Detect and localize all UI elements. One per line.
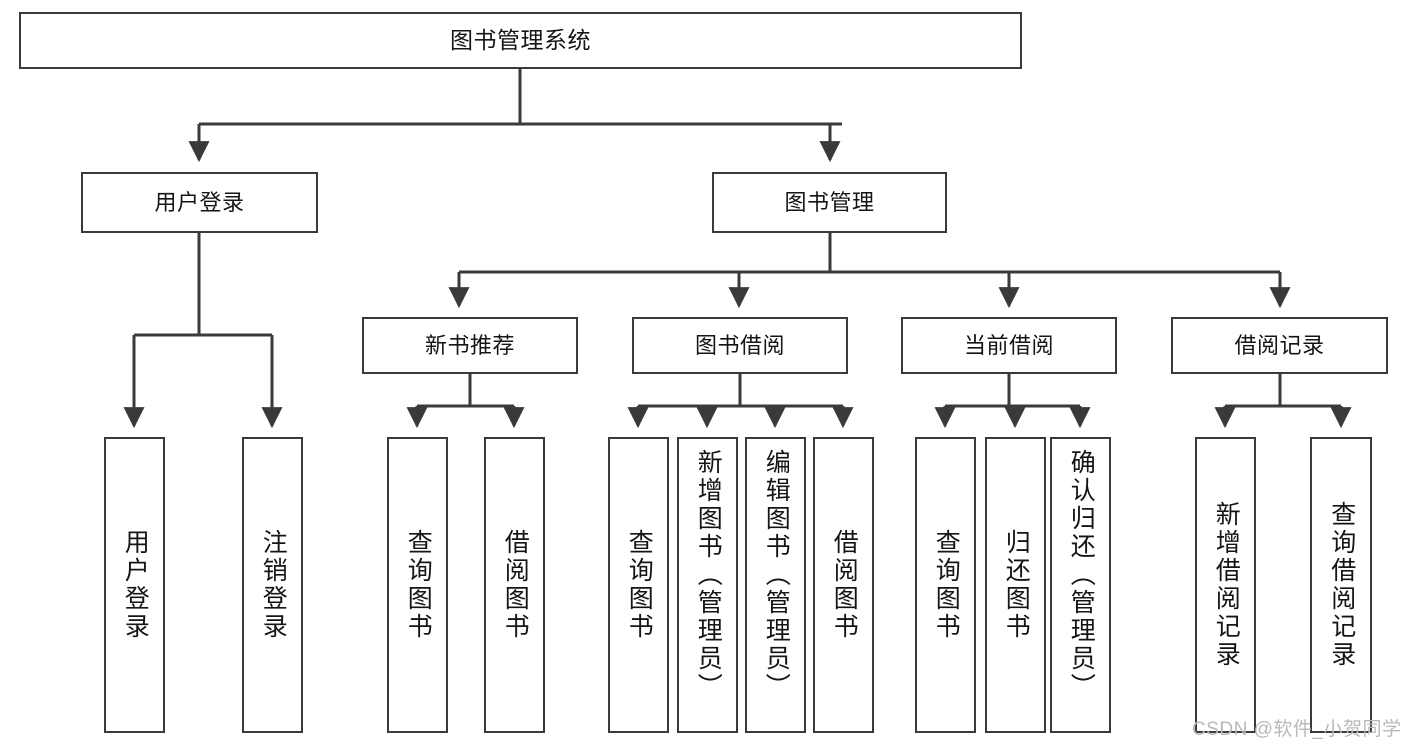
node-label: 图书管理 [784, 189, 875, 215]
node-current-borrow[interactable]: 当前借阅 [901, 317, 1117, 374]
node-label: 图书借阅 [694, 332, 785, 358]
node-label: 查询图书 [932, 529, 961, 641]
node-leaf-user-login[interactable]: 用户登录 [104, 437, 165, 733]
node-label: 确认归还（管理员） [1067, 449, 1096, 701]
node-label: 借阅图书 [501, 529, 530, 641]
node-label: 新书推荐 [424, 332, 515, 358]
node-leaf-query-books-recommend[interactable]: 查询图书 [387, 437, 448, 733]
node-label: 新增图书（管理员） [694, 449, 723, 701]
node-borrow-record[interactable]: 借阅记录 [1171, 317, 1388, 374]
node-label: 查询借阅记录 [1327, 501, 1356, 669]
node-leaf-borrow-books-recommend[interactable]: 借阅图书 [484, 437, 545, 733]
node-new-book-recommend[interactable]: 新书推荐 [362, 317, 578, 374]
node-label: 新增借阅记录 [1212, 501, 1241, 669]
csdn-watermark: CSDN @软件_小贺同学 [1192, 719, 1402, 740]
node-label: 图书管理系统 [450, 26, 591, 53]
node-label: 查询图书 [625, 529, 654, 641]
node-label: 用户登录 [121, 529, 150, 641]
node-label: 当前借阅 [963, 332, 1054, 358]
node-book-borrow[interactable]: 图书借阅 [632, 317, 848, 374]
node-leaf-logout[interactable]: 注销登录 [242, 437, 303, 733]
node-book-management[interactable]: 图书管理 [712, 172, 947, 233]
node-leaf-return-books[interactable]: 归还图书 [985, 437, 1046, 733]
node-leaf-add-borrow-record[interactable]: 新增借阅记录 [1195, 437, 1256, 733]
node-leaf-confirm-return-admin[interactable]: 确认归还（管理员） [1050, 437, 1111, 733]
node-user-login[interactable]: 用户登录 [81, 172, 318, 233]
node-label: 归还图书 [1002, 529, 1031, 641]
node-leaf-edit-book-admin[interactable]: 编辑图书（管理员） [745, 437, 806, 733]
node-root-system[interactable]: 图书管理系统 [19, 12, 1022, 69]
node-leaf-query-books-current[interactable]: 查询图书 [915, 437, 976, 733]
node-label: 借阅记录 [1234, 332, 1325, 358]
node-leaf-query-borrow-record[interactable]: 查询借阅记录 [1310, 437, 1372, 733]
node-leaf-borrow-books[interactable]: 借阅图书 [813, 437, 874, 733]
node-label: 借阅图书 [830, 529, 859, 641]
node-label: 查询图书 [404, 529, 433, 641]
node-leaf-query-books-borrow[interactable]: 查询图书 [608, 437, 669, 733]
node-leaf-add-book-admin[interactable]: 新增图书（管理员） [677, 437, 738, 733]
node-label: 用户登录 [154, 189, 245, 215]
node-label: 注销登录 [259, 529, 288, 641]
node-label: 编辑图书（管理员） [762, 449, 791, 701]
